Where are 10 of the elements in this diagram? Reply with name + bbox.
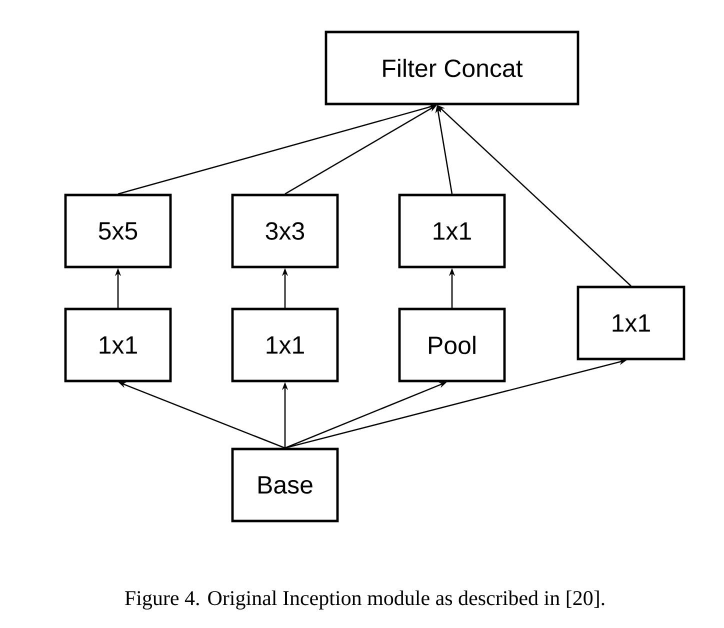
layer-box: 1x1 bbox=[576, 286, 686, 360]
layer-box: 1x1 bbox=[64, 308, 172, 382]
layer-box: Filter Concat bbox=[324, 30, 580, 106]
layer-box: 1x1 bbox=[231, 308, 339, 382]
layer-box: Pool bbox=[398, 308, 506, 382]
caption: Figure 4. Original Inception module as described in [20]. bbox=[125, 590, 604, 610]
layer-box: 3x3 bbox=[231, 194, 339, 268]
layer-box: 5x5 bbox=[64, 194, 172, 268]
layer-box: Base bbox=[231, 448, 339, 522]
layer-box: 1x1 bbox=[398, 194, 506, 268]
